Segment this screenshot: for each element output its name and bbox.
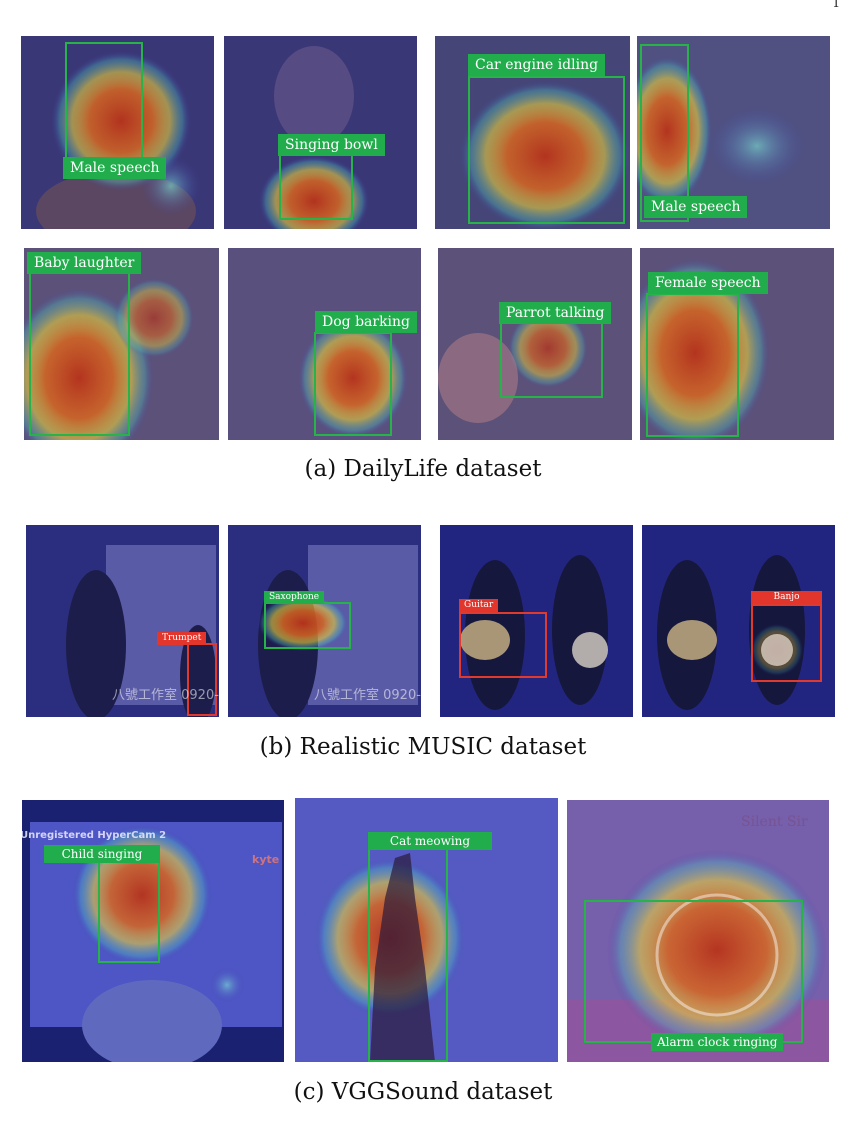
dailylife-image-parrot-talking: Parrot talking <box>438 248 632 440</box>
dailylife-image-male-speech: Male speech <box>21 36 214 229</box>
watermark-kyte: kyte <box>252 853 280 866</box>
label-trumpet: Trumpet <box>157 632 207 645</box>
label-dog-barking: Dog barking <box>315 311 418 333</box>
vggsound-image-child-singing: Child singing Unregistered HyperCam 2 ky… <box>22 800 284 1062</box>
dailylife-image-baby-laughter: Baby laughter <box>24 248 219 440</box>
page-number: 1 <box>832 0 840 10</box>
dailylife-image-female-speech: Female speech <box>640 248 834 440</box>
dailylife-image-car-engine: Car engine idling <box>435 36 630 229</box>
music-image-saxophone: Saxophone 八號工作室 0920-808046 <box>228 525 421 717</box>
watermark-hypercam: Unregistered HyperCam 2 <box>22 830 167 841</box>
label-child-singing: Child singing <box>44 845 160 863</box>
vggsound-image-cat-meowing: Cat meowing <box>295 798 558 1062</box>
label-male-speech-1: Male speech <box>63 157 167 179</box>
dailylife-image-dog-barking: Dog barking <box>228 248 421 440</box>
label-singing-bowl: Singing bowl <box>278 134 385 156</box>
label-baby-laughter: Baby laughter <box>27 252 142 274</box>
label-male-speech-2: Male speech <box>644 196 748 218</box>
label-saxophone: Saxophone <box>264 591 325 604</box>
caption-dailylife: (a) DailyLife dataset <box>304 456 542 482</box>
music-image-guitar: Guitar <box>440 525 633 717</box>
caption-vggsound: (c) VGGSound dataset <box>293 1079 553 1105</box>
music-watermark-1: 八號工作室 0920-808046 <box>112 688 219 703</box>
dailylife-image-male-speech-2: Male speech <box>637 36 830 229</box>
label-cat-meowing: Cat meowing <box>368 832 492 850</box>
label-female-speech: Female speech <box>648 272 768 294</box>
caption-music: (b) Realistic MUSIC dataset <box>259 734 587 760</box>
vggsound-image-alarm-clock: Alarm clock ringing Silent Sir <box>567 800 829 1062</box>
watermark-silent: Silent Sir <box>741 814 808 830</box>
music-watermark-2: 八號工作室 0920-808046 <box>314 688 421 703</box>
music-image-trumpet: Trumpet 八號工作室 0920-808046 <box>26 525 219 717</box>
label-banjo: Banjo <box>751 591 822 604</box>
label-car-engine: Car engine idling <box>468 54 606 76</box>
dailylife-image-singing-bowl: Singing bowl <box>224 36 417 229</box>
music-image-banjo: Banjo <box>642 525 835 717</box>
label-guitar: Guitar <box>459 599 499 612</box>
label-alarm-clock: Alarm clock ringing <box>651 1033 784 1051</box>
label-parrot-talking: Parrot talking <box>499 302 612 324</box>
